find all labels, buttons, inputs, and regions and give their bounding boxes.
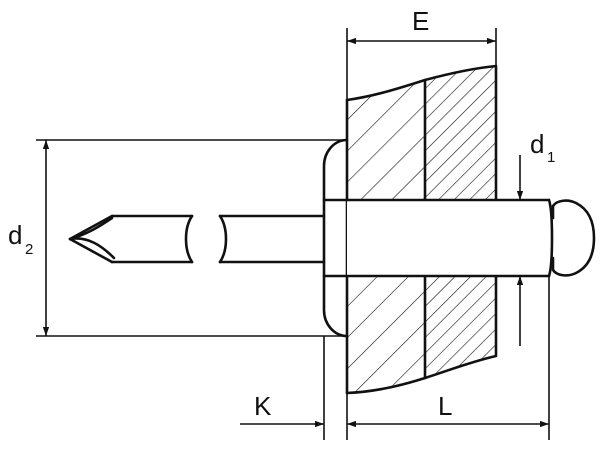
label-d1-main: d	[530, 129, 544, 159]
label-d2-main: d	[8, 220, 22, 250]
label-k: K	[254, 391, 272, 421]
dimension-k	[240, 336, 348, 440]
dimension-l	[347, 276, 550, 440]
dimension-e	[346, 28, 497, 100]
rivet-head	[322, 138, 349, 338]
label-l: L	[438, 391, 452, 421]
label-d2: d 2	[8, 220, 33, 258]
dimension-d2	[36, 139, 347, 337]
mandrel-head	[551, 199, 596, 277]
mandrel-stem	[68, 214, 326, 264]
label-d1: d 1	[530, 129, 555, 166]
left-plate	[347, 80, 425, 393]
label-d1-subscript: 1	[547, 149, 555, 166]
label-e: E	[412, 6, 429, 36]
right-plate	[425, 66, 496, 378]
label-d2-subscript: 2	[25, 241, 33, 258]
rivet-sleeve	[345, 198, 554, 278]
